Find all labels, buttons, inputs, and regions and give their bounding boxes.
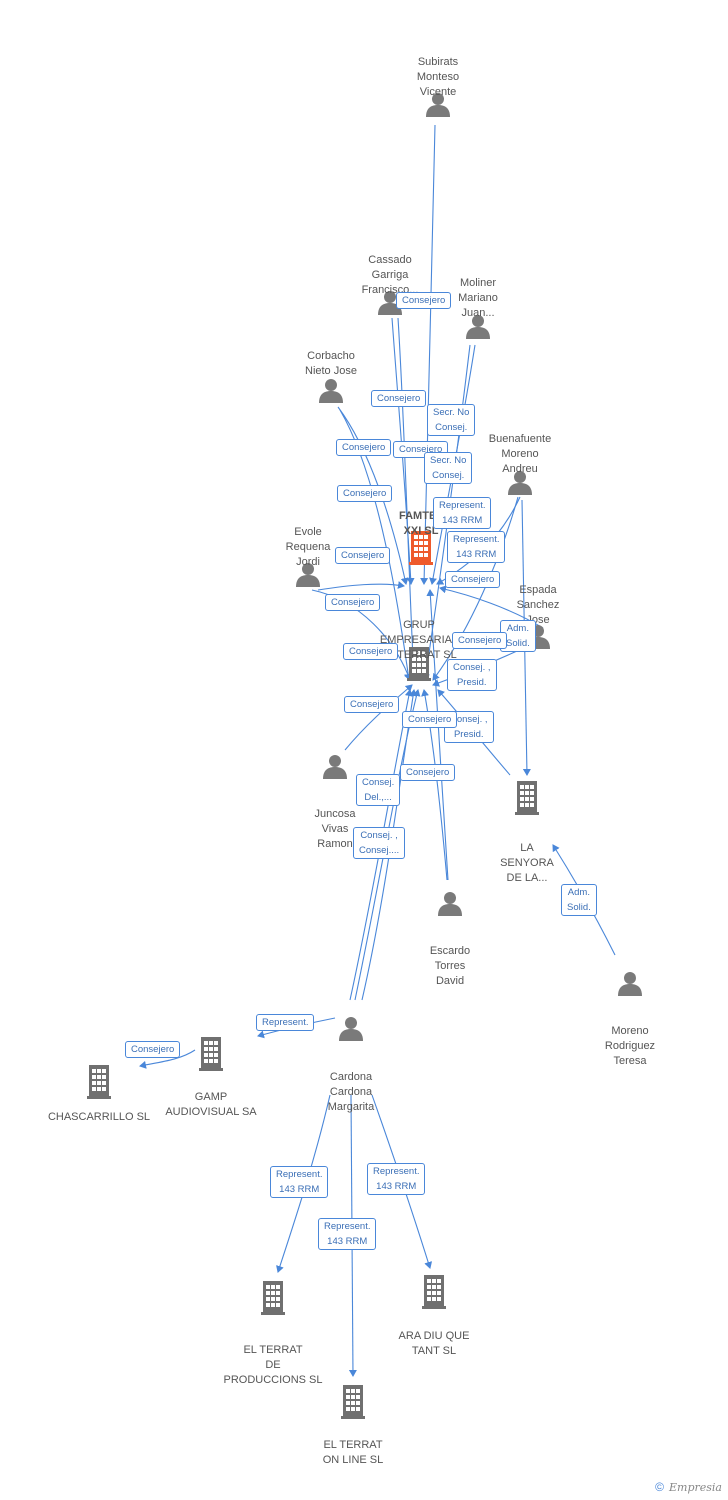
edge-label[interactable]: Consejero [396,292,452,309]
node-label-senyora[interactable]: LA SENYORA DE LA... [500,842,554,884]
node-label-subirats[interactable]: Subirats Monteso Vicente [416,56,460,98]
edge-label[interactable]: Consejero [371,390,427,407]
relation-edge [420,124,436,585]
edge-label[interactable]: Represent. 143 RRM [433,497,492,529]
edge-label[interactable]: Represent. 143 RRM [367,1163,426,1195]
node-label-chascarrillo[interactable]: CHASCARRILLO SL [47,1111,151,1123]
node-label-escardo[interactable]: Escardo Torres David [429,945,471,987]
edge-label[interactable]: Consejero [452,632,508,649]
edge-label[interactable]: Consejero [325,594,381,611]
edge-label[interactable]: Consejero [400,764,456,781]
person-icon[interactable] [319,379,343,403]
node-label-juncosa[interactable]: Juncosa Vivas Ramon [314,808,356,850]
node-label-evole[interactable]: Evole Requena Jordi [285,526,331,568]
node-label-online[interactable]: EL TERRAT ON LINE SL [322,1439,384,1466]
node-label-cardona[interactable]: Cardona Cardona Margarita [327,1071,375,1113]
edge-label[interactable]: Consej. , Consej.... [353,827,406,859]
node-label-morenor[interactable]: Moreno Rodriguez Teresa [604,1025,656,1067]
edge-label[interactable]: Consejero [402,711,458,728]
edge-label[interactable]: Represent. 143 RRM [318,1218,377,1250]
person-icon[interactable] [339,1017,363,1041]
node-label-espada[interactable]: Espada Sanchez Jose [516,584,560,626]
company-icon[interactable] [199,1037,223,1071]
copyright-icon: © [655,1480,664,1494]
edge-label[interactable]: Consej. , Presid. [444,711,494,743]
node-label-produccions[interactable]: EL TERRAT DE PRODUCCIONS SL [223,1344,323,1386]
edge-label[interactable]: Consejero [125,1041,181,1058]
edge-label[interactable]: Consejero [335,547,391,564]
node-label-aradiu[interactable]: ARA DIU QUE TANT SL [398,1330,470,1357]
node-label-grup[interactable]: GRUP EMPRESARIAL EL TERRAT SL [379,619,459,661]
person-icon[interactable] [618,972,642,996]
brand-name: Empresia [669,1481,722,1494]
footer-brand[interactable]: © Empresia [655,1480,722,1494]
edge-label[interactable]: Consejero [336,439,392,456]
edge-label[interactable]: Represent. 143 RRM [447,531,506,563]
company-icon[interactable] [515,781,539,815]
company-icon[interactable] [422,1275,446,1309]
company-icon[interactable] [87,1065,111,1099]
relation-edge [397,317,418,681]
edge-label[interactable]: Represent. 143 RRM [270,1166,329,1198]
relation-edge [339,409,413,681]
relation-edge [426,589,449,881]
edge-label[interactable]: Consej. Del.,... [356,774,401,806]
edge-label[interactable]: Consejero [337,485,393,502]
relation-edge [317,581,405,591]
edge-label[interactable]: Consejero [343,643,399,660]
person-icon[interactable] [323,755,347,779]
person-icon[interactable] [438,892,462,916]
company-icon[interactable] [341,1385,365,1419]
node-label-gamp[interactable]: GAMP AUDIOVISUAL SA [165,1091,257,1118]
edge-label[interactable]: Consejero [344,696,400,713]
edge-label[interactable]: Secr. No Consej. [427,404,476,436]
relation-edge [432,496,519,681]
relation-edge [139,1049,196,1069]
edge-label[interactable]: Consej. , Presid. [447,659,497,691]
node-label-buenafuente[interactable]: Buenafuente Moreno Andreu [488,433,552,475]
edge-label[interactable]: Consejero [445,571,501,588]
node-label-moliner[interactable]: Moliner Mariano Juan... [458,277,498,319]
edge-label[interactable]: Secr. No Consej. [424,452,473,484]
edge-label[interactable]: Adm. Solid. [561,884,597,916]
edge-label[interactable]: Represent. [256,1014,315,1031]
node-label-corbacho[interactable]: Corbacho Nieto Jose [305,350,357,377]
company-icon[interactable] [261,1281,285,1315]
